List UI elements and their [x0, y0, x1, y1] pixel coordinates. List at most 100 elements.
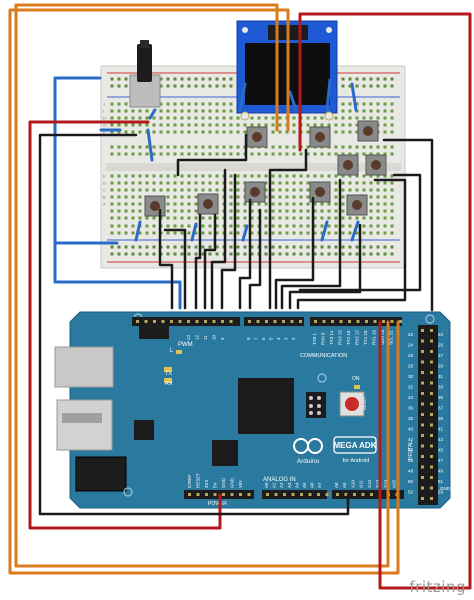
breadboard-row-label: G — [103, 123, 106, 128]
digital-pin-label: 49 — [438, 469, 444, 474]
pushbutton-icon[interactable] — [144, 195, 166, 217]
power-pin-label: IOREF — [187, 474, 192, 488]
pushbutton-icon[interactable] — [337, 154, 359, 176]
usb-host-chip — [212, 440, 238, 466]
digital-pin-label: 29 — [438, 364, 444, 369]
pwm-pin-label: 5 — [269, 337, 274, 340]
analog-pin-label: A8 — [334, 482, 339, 488]
pushbutton-icon[interactable] — [357, 120, 379, 142]
comm-pin-label: TX2 16 — [346, 330, 351, 345]
digital-pin-label: 52 — [408, 490, 414, 495]
communication-label: COMMUNICATION — [300, 353, 347, 359]
comm-pin-label: TX1 18 — [363, 330, 368, 345]
potentiometer-icon — [129, 40, 161, 108]
digital-pin-label: 39 — [438, 416, 444, 421]
pwm-pin-label: 13 — [186, 334, 191, 340]
digital-pin-label: 43 — [438, 437, 444, 442]
reset-label: RESET — [362, 396, 367, 410]
breadboard-row-label: F — [103, 130, 106, 135]
analog-in-label: ANALOG IN — [263, 477, 296, 483]
arduino-logo — [293, 436, 377, 454]
usb-b-port-icon — [54, 346, 114, 388]
comm-pin-label: TX3 14 — [329, 330, 334, 345]
arduino-mega-board: Arduino MEGA ADK for Android PWM COMMUNI… — [54, 102, 451, 509]
digital-pin-label: 22 — [408, 332, 414, 337]
digital-pin-label: 26 — [408, 353, 414, 358]
pushbutton-icon[interactable] — [346, 194, 368, 216]
power-label: POWER — [208, 501, 227, 507]
breadboard-row-label: H — [103, 116, 106, 121]
pwm-pin-label: 10 — [212, 334, 217, 340]
digital-pin-label: 44 — [408, 448, 414, 453]
analog-pin-label: A14 — [383, 479, 388, 488]
on-label: ON — [352, 376, 360, 382]
analog-pin-label: A10 — [350, 479, 355, 488]
digital-pin-label: 47 — [438, 458, 444, 463]
model-label: MEGA ADK — [334, 441, 377, 450]
power-pin-label: GND — [221, 477, 226, 488]
digital-pin-label: 27 — [438, 353, 444, 358]
comm-pin-label: RX2 17 — [355, 329, 360, 345]
wires — [8, 3, 472, 590]
digital-pin-label: 42 — [408, 437, 414, 442]
analog-pin-label: A9 — [342, 482, 347, 488]
tx-led-label: TX — [165, 371, 172, 377]
analog-pin-label: A12 — [367, 479, 372, 488]
gnd-right-label: GND — [440, 486, 451, 491]
pwm-pin-label: 3 — [284, 337, 289, 340]
blue-wires — [53, 76, 360, 310]
digital-pin-label: 53 — [438, 490, 444, 495]
pushbutton-icon[interactable] — [309, 126, 331, 148]
analog-pin-label: A5 — [302, 482, 307, 488]
breadboard-row-label: A — [103, 202, 106, 207]
pushbutton-icon[interactable] — [246, 126, 268, 148]
pwm-pin-label: 6 — [261, 337, 266, 340]
digital-pin-label: 28 — [408, 364, 414, 369]
pwm-pin-label: 7 — [254, 337, 259, 340]
rx-led-label: RX — [165, 381, 173, 387]
digital-pin-label: 23 — [438, 332, 444, 337]
analog-pin-label: A1 — [272, 482, 277, 488]
digital-pin-label: 37 — [438, 406, 444, 411]
pwm-pin-label: 2 — [291, 337, 296, 340]
pushbutton-icon[interactable] — [197, 193, 219, 215]
digital-pin-label: 30 — [408, 374, 414, 379]
comm-pin-label: RX3 15 — [338, 329, 343, 345]
digital-pin-label: 25 — [438, 343, 444, 348]
digital-pin-label: 48 — [408, 469, 414, 474]
power-pin-label: GND — [230, 477, 235, 488]
digital-pin-label: 45 — [438, 448, 444, 453]
subtitle-label: for Android — [343, 458, 370, 464]
pwm-header-left — [132, 317, 240, 326]
orange-wires — [8, 3, 400, 575]
pwm-pin-label: 12 — [195, 334, 200, 340]
analog-pin-label: A0 — [264, 482, 269, 488]
digital-pin-label: 36 — [408, 406, 414, 411]
power-pin-label: VIN — [238, 480, 243, 488]
pushbutton-icon[interactable] — [309, 181, 331, 203]
breadboard-row-label: C — [103, 188, 106, 193]
pwm-pin-label: 11 — [203, 335, 208, 340]
digital-pin-label: 33 — [438, 385, 444, 390]
mcu-chip — [238, 378, 294, 434]
digital-header — [418, 325, 438, 505]
digital-pin-label: 41 — [438, 427, 444, 432]
analog-pin-label: A6 — [310, 482, 315, 488]
pushbutton-icon[interactable] — [365, 154, 387, 176]
analog-pin-label: A13 — [375, 479, 380, 488]
analog-pin-label: A2 — [279, 482, 284, 488]
digital-pin-label: 35 — [438, 395, 444, 400]
red-wires — [28, 12, 472, 590]
power-pin-label: RESET — [196, 473, 201, 488]
digital-pin-label: 38 — [408, 416, 414, 421]
digital-label: DIGITAL — [408, 441, 414, 460]
breadboard-row-label: E — [103, 174, 106, 179]
reset-button[interactable] — [345, 397, 359, 411]
power-pin-label: 3V3 — [204, 479, 209, 488]
digital-pin-label: 34 — [408, 395, 414, 400]
digital-pin-label: 31 — [438, 374, 444, 379]
pushbutton-icon[interactable] — [244, 181, 266, 203]
power-pin-label: 5V — [213, 482, 218, 488]
